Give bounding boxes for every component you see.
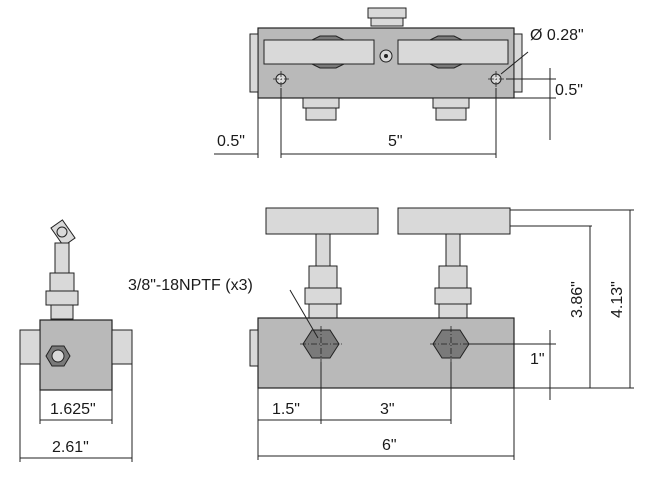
front-view: 3/8"-18NPTF (x3) 1.5" 3" 6" 1" 3.86" 4.1… xyxy=(128,207,634,460)
overall-height-label: 4.13" xyxy=(609,281,626,318)
hole-offset-horizontal-label: 0.5" xyxy=(217,133,245,150)
port-spacing-label: 3" xyxy=(380,401,395,418)
hole-diameter-label: Ø 0.28" xyxy=(530,27,584,44)
hole-spacing-label: 5" xyxy=(388,133,403,150)
hole-offset-vertical-label: 0.5" xyxy=(555,82,583,99)
port-thread-label: 3/8"-18NPTF (x3) xyxy=(128,277,253,294)
top-view: Ø 0.28" 0.5" 0.5" 5" xyxy=(214,7,584,158)
overall-length-label: 6" xyxy=(382,437,397,454)
height-to-handle-label: 3.86" xyxy=(569,281,586,318)
side-view: 1.625" 2.61" xyxy=(19,219,133,462)
side-port-spacing-label: 1.625" xyxy=(50,401,96,418)
side-width-label: 2.61" xyxy=(52,439,89,456)
port-offset-left-label: 1.5" xyxy=(272,401,300,418)
port-height-label: 1" xyxy=(530,351,545,368)
